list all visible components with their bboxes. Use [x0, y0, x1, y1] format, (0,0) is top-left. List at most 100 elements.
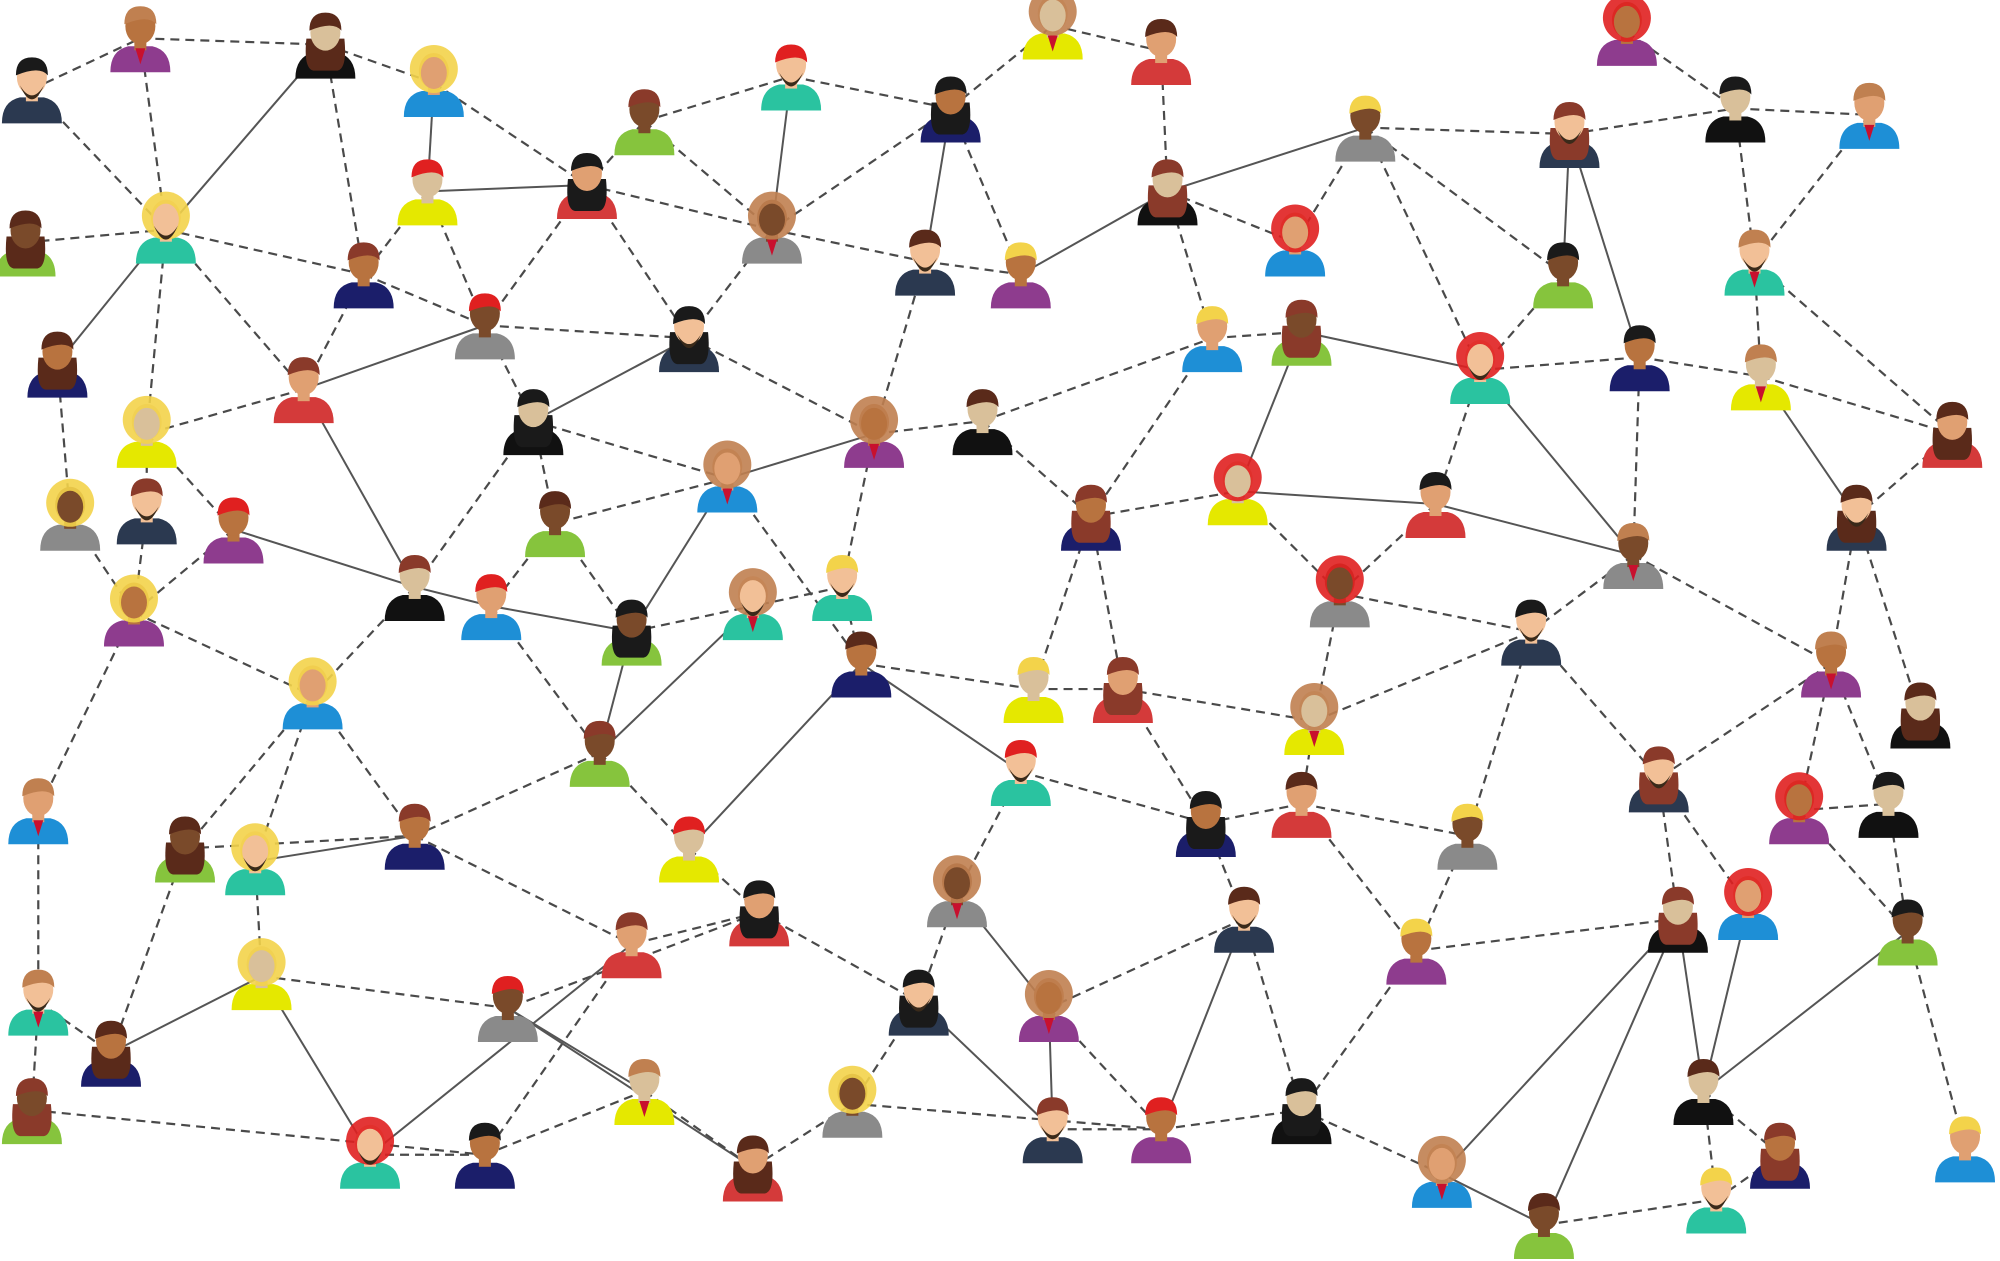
person-avatar-icon — [1826, 484, 1887, 551]
avatar-tie — [1047, 35, 1058, 52]
avatar-hair — [1004, 739, 1037, 758]
avatar-face-front — [120, 586, 147, 619]
connection-line — [771, 107, 952, 231]
person-avatar-icon — [454, 1122, 515, 1189]
avatar-shirt — [1214, 926, 1275, 953]
avatar-hair — [1074, 484, 1107, 503]
avatar-face-front — [1786, 784, 1813, 817]
avatar-tie — [1749, 271, 1760, 288]
avatar-shirt — [1003, 697, 1064, 724]
connection-line — [758, 911, 920, 1003]
connection-line — [484, 324, 690, 340]
person-avatar-icon — [659, 306, 720, 373]
avatar-beard — [740, 602, 765, 617]
person-avatar-icon — [1175, 791, 1236, 858]
avatar-tie — [869, 443, 880, 460]
avatar-hair — [743, 880, 776, 899]
avatar-beard — [1557, 129, 1582, 144]
avatar-hair — [909, 229, 942, 248]
avatar-shirt — [895, 269, 956, 296]
avatar-beard — [243, 857, 268, 872]
avatar-face-front — [357, 1128, 384, 1161]
avatar-shirt — [282, 703, 343, 730]
avatar-long-hair — [1281, 1104, 1322, 1137]
connection-line — [1658, 662, 1832, 780]
person-avatar-icon — [831, 631, 892, 698]
person-avatar-icon — [1603, 523, 1664, 590]
avatar-shirt — [403, 90, 464, 117]
avatar-hair — [517, 389, 550, 408]
avatar-hair — [1623, 325, 1656, 344]
person-avatar-icon — [1271, 771, 1332, 838]
person-avatar-icon — [1501, 599, 1562, 666]
avatar-shirt — [40, 524, 101, 551]
connection-line — [1568, 133, 1641, 358]
person-avatar-icon — [135, 191, 196, 264]
avatar-long-hair — [1760, 1148, 1800, 1181]
connection-line — [852, 1102, 1162, 1131]
avatar-shirt — [1935, 1156, 1996, 1183]
connection-line — [1339, 592, 1532, 633]
avatar-shirt — [1877, 939, 1938, 966]
avatar-tie — [766, 239, 777, 256]
person-avatar-icon — [116, 478, 177, 545]
connection-line — [586, 183, 773, 231]
connection-line — [1753, 260, 1954, 435]
connection-line — [1160, 918, 1246, 1130]
avatar-shirt — [1386, 958, 1447, 985]
avatar-shirt — [1858, 811, 1919, 838]
avatar-hair — [673, 816, 706, 835]
connection-line — [644, 75, 792, 123]
person-avatar-icon — [403, 44, 464, 117]
person-avatar-icon — [503, 389, 564, 456]
avatar-beard — [677, 334, 702, 349]
person-avatar-icon — [1705, 76, 1766, 143]
person-avatar-icon — [1214, 886, 1275, 953]
person-avatar-icon — [116, 395, 177, 468]
connection-line — [1435, 503, 1634, 557]
person-avatar-icon — [990, 242, 1051, 309]
avatar-hair — [124, 6, 157, 25]
avatar-tie — [135, 48, 146, 65]
avatar-tie — [1436, 1183, 1447, 1200]
avatar-beard — [1704, 1195, 1729, 1210]
connection-line — [1301, 802, 1468, 837]
avatar-shirt — [225, 869, 286, 896]
connection-line — [1416, 917, 1679, 952]
avatar-beard — [779, 72, 804, 87]
connection-line — [146, 388, 304, 435]
avatar-beard — [1742, 257, 1767, 272]
avatar-hair — [1451, 803, 1484, 822]
avatar-shirt — [203, 537, 264, 564]
connection-lines — [25, 24, 1967, 1227]
person-avatar-icon — [1335, 95, 1396, 162]
avatar-shirt — [990, 282, 1051, 309]
avatar-tie — [747, 616, 758, 633]
person-avatar-icon — [1271, 1078, 1332, 1145]
avatar-hair — [217, 497, 250, 516]
avatar-shirt — [761, 84, 822, 111]
avatar-hair — [628, 89, 661, 108]
avatar-shirt — [1131, 1137, 1192, 1164]
avatar-hair — [1017, 657, 1050, 676]
avatar-hair — [1285, 299, 1318, 318]
avatar-face-front — [1282, 216, 1309, 249]
connection-line — [1301, 330, 1481, 372]
avatar-beard — [906, 997, 931, 1012]
person-avatar-icon — [1628, 746, 1689, 813]
person-avatar-icon — [1935, 1116, 1996, 1183]
avatar-shirt — [273, 397, 334, 424]
person-avatar-icon — [1609, 325, 1670, 392]
connection-line — [631, 911, 760, 946]
connection-line — [184, 834, 415, 850]
avatar-tie — [33, 820, 44, 837]
avatar-hair — [169, 816, 202, 835]
connection-line — [414, 834, 633, 946]
avatar-beard — [1468, 366, 1493, 381]
person-avatar-icon — [822, 1065, 883, 1138]
avatar-face-front — [242, 835, 269, 868]
avatar-beard — [1519, 627, 1544, 642]
avatar-long-hair — [37, 357, 78, 390]
connection-line — [1632, 554, 1832, 665]
connection-line — [1313, 630, 1532, 722]
